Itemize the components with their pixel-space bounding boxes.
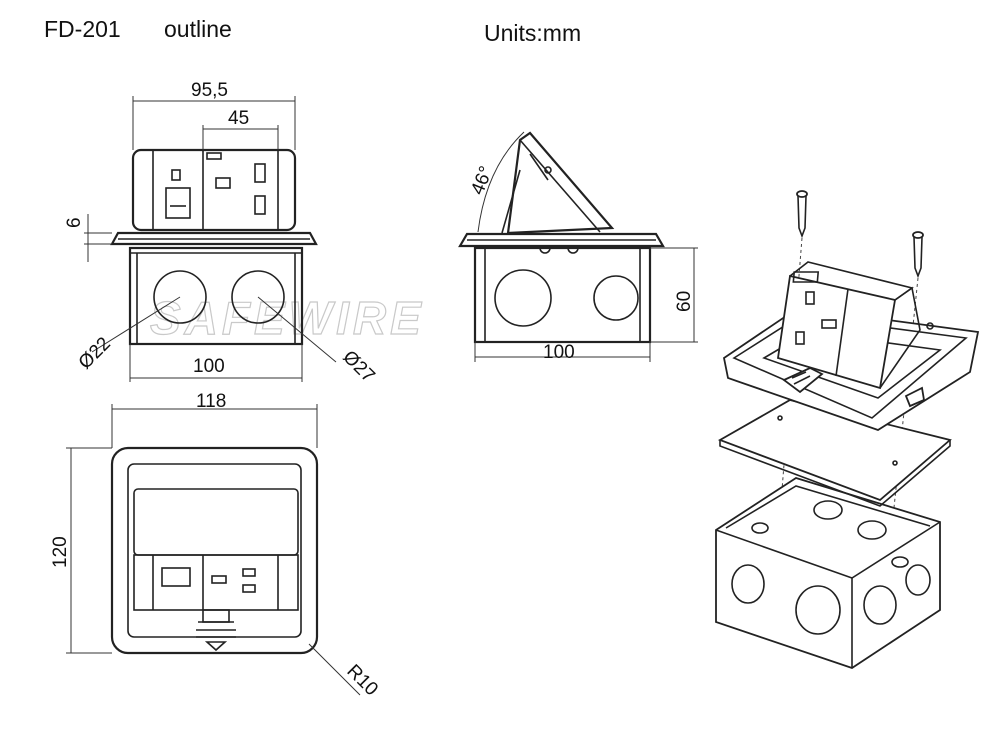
side-view: 46° 60 100 bbox=[458, 131, 698, 363]
side-box bbox=[473, 246, 652, 344]
front-lid bbox=[131, 148, 297, 232]
earth-pin-icon bbox=[206, 152, 222, 160]
top-view: 118 120 R10 bbox=[50, 391, 382, 700]
side-knockout-large-icon bbox=[494, 269, 552, 327]
watermark-text: SAFEWIRE bbox=[150, 292, 425, 344]
top-flange bbox=[110, 446, 319, 655]
back-box bbox=[715, 477, 941, 669]
dim-flange-thickness: 6 bbox=[64, 217, 85, 228]
front-view: 95,5 45 6 Ø22 Ø27 100 bbox=[64, 80, 379, 387]
top-pin-icon bbox=[242, 568, 256, 577]
release-arrow-icon bbox=[204, 641, 228, 652]
outlet-indicator-icon bbox=[171, 169, 181, 181]
dim-corner-radius: R10 bbox=[342, 661, 381, 700]
screw-icon bbox=[796, 190, 808, 239]
socket-pin-icon bbox=[215, 177, 231, 189]
socket-pin-icon bbox=[254, 195, 266, 215]
latch-icon bbox=[202, 609, 230, 623]
tilted-lid bbox=[506, 131, 615, 235]
drawing-subtitle: outline bbox=[164, 16, 232, 42]
exploded-view bbox=[715, 190, 980, 669]
dim-side-height: 60 bbox=[674, 291, 695, 312]
box-knockout-icon bbox=[905, 564, 931, 596]
dim-side-width: 100 bbox=[543, 342, 575, 363]
box-knockout-icon bbox=[731, 564, 765, 604]
iso-pin-icon bbox=[805, 291, 815, 305]
front-box bbox=[128, 246, 304, 346]
iso-hinge-icon bbox=[926, 322, 934, 330]
socket-pin-icon bbox=[254, 163, 266, 183]
dim-tilt-angle: 46° bbox=[467, 163, 497, 198]
dim-knockout-large: Ø27 bbox=[338, 347, 378, 387]
hinge-pin-icon bbox=[544, 166, 552, 174]
knockout-22-icon bbox=[153, 270, 207, 324]
box-knockout-icon bbox=[795, 585, 841, 635]
units-label: Units:mm bbox=[484, 20, 582, 46]
top-inner-frame bbox=[127, 463, 302, 638]
top-pin-icon bbox=[211, 575, 227, 584]
box-knockout-icon bbox=[863, 585, 897, 625]
screw-icon bbox=[912, 231, 924, 279]
dim-top-depth: 120 bbox=[50, 536, 71, 568]
top-data-port-icon bbox=[161, 567, 191, 587]
iso-pin-icon bbox=[821, 319, 837, 329]
top-pin-icon bbox=[242, 584, 256, 593]
dim-overall-width: 95,5 bbox=[191, 80, 228, 101]
side-flange bbox=[458, 232, 665, 248]
iso-pin-icon bbox=[795, 331, 805, 345]
dim-top-width: 118 bbox=[196, 391, 226, 412]
box-top-knockout-icon bbox=[857, 520, 887, 540]
knockout-27-icon bbox=[231, 270, 285, 324]
side-knockout-small-icon bbox=[593, 275, 639, 321]
data-port-icon bbox=[165, 187, 191, 219]
model-number: FD-201 bbox=[44, 16, 121, 42]
box-top-knockout-icon bbox=[813, 500, 843, 520]
front-flange bbox=[110, 231, 318, 246]
dim-box-width: 100 bbox=[193, 356, 225, 377]
top-lid-panel bbox=[133, 488, 299, 556]
dim-knockout-small: Ø22 bbox=[75, 333, 115, 373]
dim-socket-width: 45 bbox=[228, 108, 249, 129]
